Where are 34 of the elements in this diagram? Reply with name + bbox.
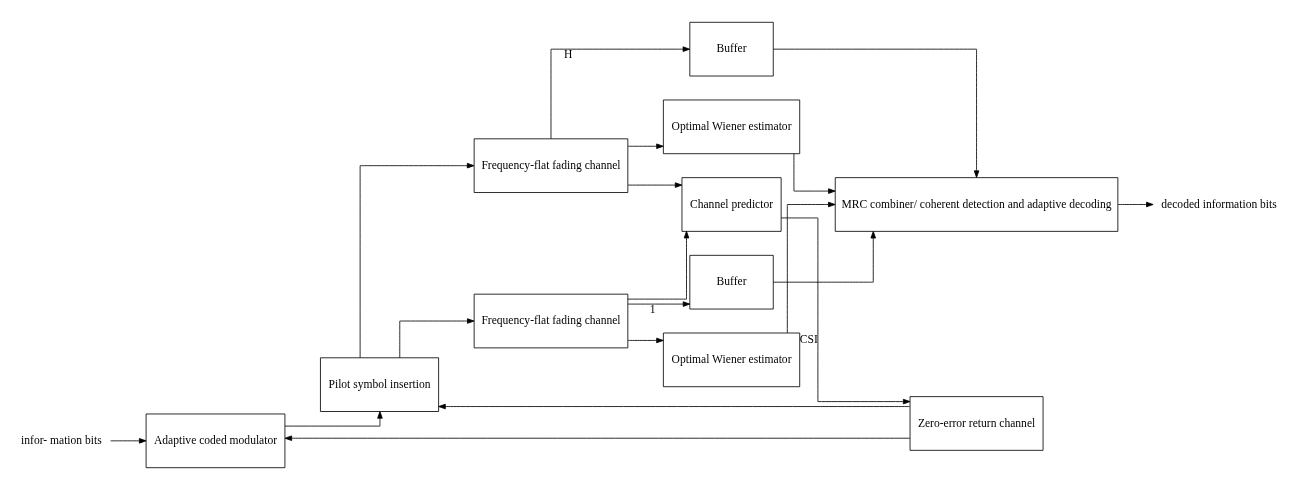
arrow <box>627 143 664 149</box>
arrow <box>284 435 911 441</box>
node-box: Pilot symbol insertion <box>320 356 440 412</box>
node-box: Frequency-flat fading channel <box>473 293 629 348</box>
edge-label: H <box>563 47 573 61</box>
node-box: MRC combiner/ coherent detection and adaptive decoding <box>834 176 1119 232</box>
arrow <box>550 45 691 139</box>
node-box: Optimal Wiener estimator <box>662 99 801 154</box>
arrow <box>627 230 690 300</box>
node-box: Zero-error return channel <box>909 395 1044 451</box>
arrow <box>627 181 683 188</box>
arrow <box>793 152 836 194</box>
node-text: infor- mation bits <box>21 433 102 447</box>
arrow <box>627 337 664 343</box>
arrow <box>772 230 876 283</box>
arrow <box>1117 201 1154 207</box>
arrow <box>627 300 691 307</box>
arrow <box>284 410 383 427</box>
node-text: decoded information bits <box>1161 197 1277 211</box>
node-box: Buffer <box>689 254 774 309</box>
arrow <box>772 48 980 178</box>
edge-label: 1 <box>649 302 656 316</box>
arrow <box>110 437 147 444</box>
node-box: Optimal Wiener estimator <box>662 332 801 387</box>
arrow <box>359 162 475 358</box>
arrow <box>780 217 911 404</box>
node-box: Adaptive coded modulator <box>145 413 286 468</box>
edge-label: CSI <box>799 332 818 346</box>
arrow <box>438 403 911 409</box>
node-box: Buffer <box>689 21 774 76</box>
arrow <box>399 317 475 358</box>
node-box: Channel predictor <box>681 176 782 232</box>
node-box: Frequency-flat fading channel <box>473 137 629 193</box>
arrow <box>786 201 836 333</box>
